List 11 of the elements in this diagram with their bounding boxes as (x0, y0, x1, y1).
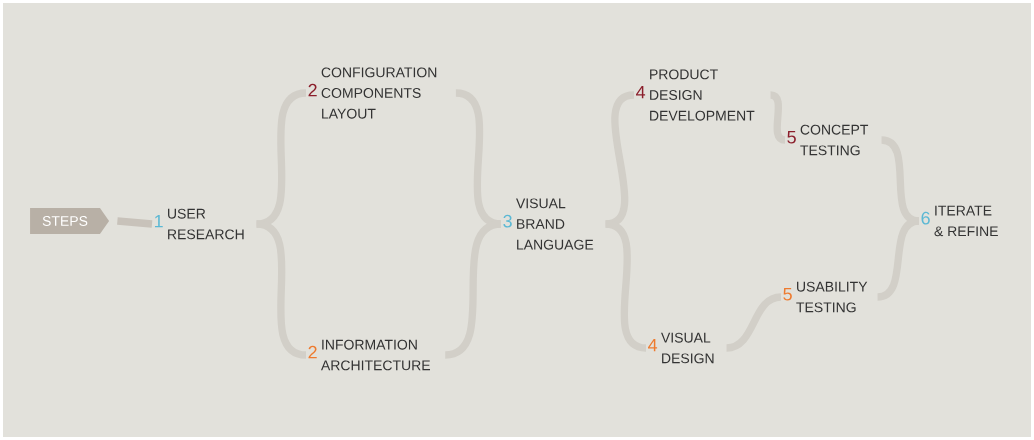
step-label: 2 CONFIGURATION COMPONENTS LAYOUT (308, 67, 437, 119)
step-label: 1 USER RESEARCH (155, 208, 244, 240)
step-label: 5 USABILITY TESTING (783, 281, 868, 313)
step-label: 6 ITERATE & REFINE (921, 205, 998, 237)
step-tag: STEPS (30, 208, 110, 234)
step-label: 4 VISUAL DESIGN (648, 332, 714, 364)
step-label: 5 CONCEPT TESTING (787, 124, 869, 156)
step-label: 4 PRODUCT DESIGN DEVELOPMENT (636, 69, 755, 121)
step-label: 2 INFORMATION ARCHITECTURE (308, 339, 430, 371)
connector (117, 217, 153, 228)
step-label: 3 VISUAL BRAND LANGUAGE (503, 198, 594, 250)
